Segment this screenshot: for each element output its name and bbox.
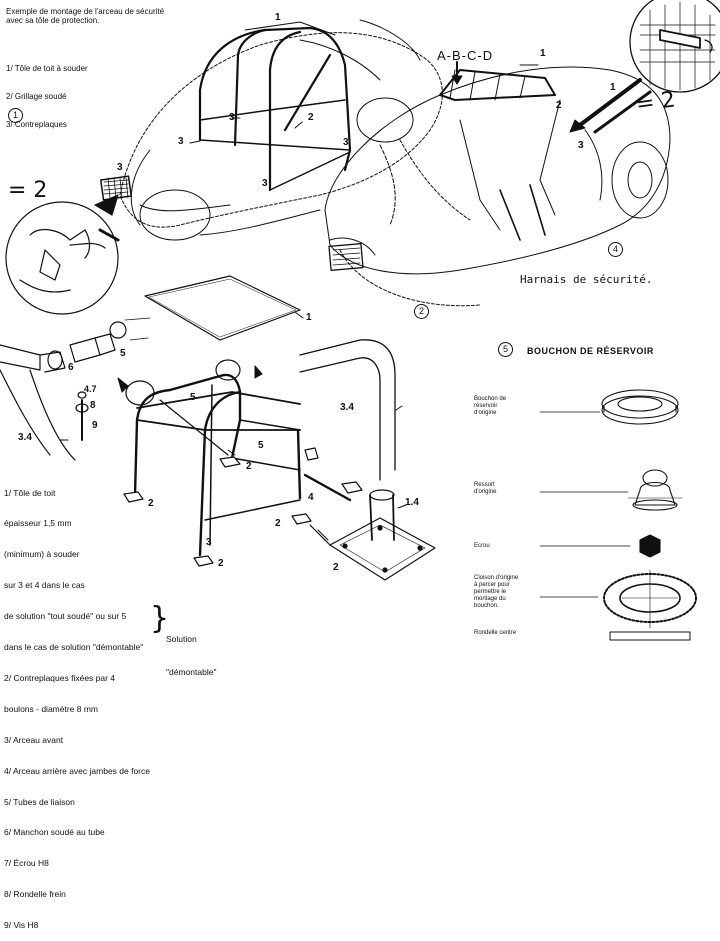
- callout: 1: [306, 312, 312, 323]
- figure-number-4: 4: [608, 242, 623, 257]
- legend-bottom-item: 1/ Tôle de toit: [4, 487, 56, 498]
- roll-cage-top: [198, 26, 352, 192]
- legend-top-item: 1/ Tôle de toit à souder: [6, 64, 88, 74]
- callout: 2: [556, 100, 562, 111]
- figure-number-5: 5: [498, 342, 513, 357]
- tube-right-side: [299, 339, 396, 481]
- callout: 4: [308, 492, 314, 503]
- figure-number-1: 1: [8, 108, 23, 123]
- fuel-cap-parts: [539, 389, 697, 641]
- callout: 3: [262, 178, 268, 189]
- callout: 2: [218, 558, 224, 569]
- part-label: Rondelle centre: [474, 630, 517, 636]
- part-label: Cloison d'origine à percer pour permettr…: [474, 575, 519, 609]
- legend-top-item: 3/ Contreplaques: [6, 119, 67, 129]
- part-label: Ressort d'origine: [474, 482, 497, 495]
- caption: Exemple de montage de l'arceau de sécuri…: [6, 7, 165, 26]
- callout: 8: [90, 400, 96, 411]
- callout: 4.7: [84, 384, 97, 394]
- callout: 2: [148, 498, 154, 509]
- legend-top-item: 2/ Grillage soudé: [6, 91, 67, 101]
- legend-bottom-item: épaisseur 1,5 mm: [4, 518, 72, 529]
- harness-detail-circle: [629, 0, 720, 93]
- callout-arrows: [59, 117, 407, 541]
- seat-detail-circle: [5, 194, 119, 315]
- solution-line: "démontable": [166, 667, 217, 677]
- roof-sheet: [144, 275, 301, 341]
- legend-bottom-item: boulons - diamètre 8 mm: [4, 703, 99, 714]
- callout: 3: [343, 137, 349, 148]
- parts-title: BOUCHON DE RÉSERVOIR: [527, 346, 654, 356]
- callout: 6: [68, 362, 74, 373]
- callout: 1: [610, 82, 616, 93]
- callout: 3.4: [340, 402, 354, 413]
- equals-two-left: = 2: [8, 178, 48, 203]
- callout: 2: [246, 461, 252, 472]
- roll-cage-diagram: [0, 0, 720, 641]
- legend-bottom-item: 8/ Rondelle frein: [4, 889, 66, 900]
- solution-label: Solution "démontable": [166, 612, 216, 689]
- part-label: Bouchon de réservoir d'origine: [474, 396, 507, 416]
- callout: 1: [540, 48, 546, 59]
- legend-bottom-item: 4/ Arceau arrière avec jambes de force: [4, 765, 150, 776]
- legend-bottom-item: 2/ Contreplaques fixées par 4: [4, 672, 116, 683]
- legend-bottom-item: sur 3 et 4 dans le cas: [4, 580, 85, 591]
- car-top-left: [119, 19, 443, 241]
- callout: 3.4: [18, 432, 32, 443]
- figure-number-2: 2: [414, 304, 429, 319]
- callout: 3: [229, 112, 235, 123]
- mounting-circles: [125, 359, 241, 406]
- legend-bottom-item: 9/ Vis H8: [4, 920, 39, 931]
- solution-line: Solution: [166, 634, 197, 644]
- callout: 5: [120, 348, 126, 359]
- callout: 1: [275, 12, 281, 23]
- callout: 3: [578, 140, 584, 151]
- callout: 2: [333, 562, 339, 573]
- callout: 2: [308, 112, 314, 123]
- bracket: }: [150, 601, 170, 636]
- base-plates: [123, 447, 363, 567]
- callout: 9: [92, 420, 98, 431]
- legend-bottom-item: 5/ Tubes de liaison: [4, 796, 75, 807]
- roof-panel-top: [244, 21, 336, 36]
- left-sleeve-detail: [0, 317, 151, 461]
- legend-bottom-item: de solution "tout soudé" ou sur 5: [4, 611, 127, 622]
- tank-plate-detail: [309, 489, 436, 581]
- callout: 5: [190, 392, 196, 403]
- legend-bottom: 1/ Tôle de toit épaisseur 1,5 mm (minimu…: [4, 467, 150, 941]
- abcd-label: A-B-C-D: [437, 48, 494, 63]
- legend-bottom-item: 3/ Arceau avant: [4, 734, 64, 745]
- callout: 3: [178, 136, 184, 147]
- legend-top: 1/ Tôle de toit à souder 2/ Grillage sou…: [6, 46, 88, 138]
- legend-bottom-item: 6/ Manchon soudé au tube: [4, 827, 105, 838]
- legend-bottom-item: 7/ Écrou H8: [4, 858, 49, 869]
- grille-front: [328, 243, 364, 271]
- legend-bottom-item: (minimum) à souder: [4, 549, 80, 560]
- callout: 5: [258, 440, 264, 451]
- harnais-label: Harnais de sécurité.: [520, 273, 653, 286]
- callout: 2: [275, 518, 281, 529]
- part-label: Ecrou: [474, 543, 490, 549]
- callout: 3: [206, 537, 212, 548]
- callout: 3: [117, 162, 123, 173]
- roll-cage-bottom: [133, 373, 352, 557]
- callout: 1.4: [405, 497, 419, 508]
- car-top-right: [324, 66, 671, 307]
